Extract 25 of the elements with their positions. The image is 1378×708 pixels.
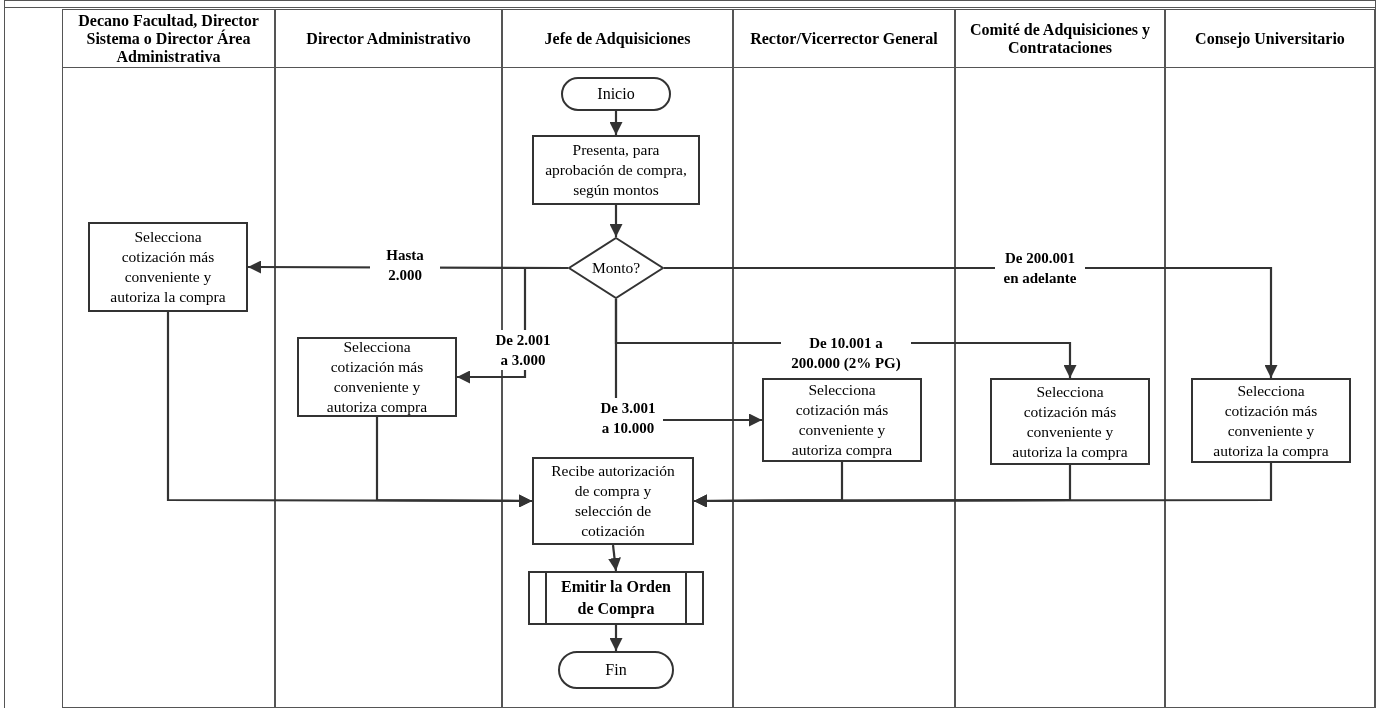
swimlane	[62, 9, 275, 708]
process-box: Recibe autorización de compra y selección de cotización	[532, 457, 694, 545]
arrow	[608, 544, 621, 572]
process-box: Selecciona cotización más conveniente y autoriza la compra	[88, 222, 248, 312]
lane-header: Comité de Adquisiciones y Contrataciones	[969, 20, 1151, 57]
decision-diamond: Monto?	[568, 237, 664, 299]
swimlane	[1165, 9, 1375, 708]
arrow	[609, 111, 623, 135]
terminal-shape: Fin	[558, 651, 674, 689]
lane-header: Director Administrativo	[306, 29, 471, 48]
lane-header: Rector/Vicerrector General	[750, 29, 938, 48]
arrow	[694, 463, 1273, 508]
process-box: Selecciona cotización más conveniente y autoriza la compra	[1191, 378, 1351, 463]
arrow	[375, 417, 532, 508]
terminal-shape: Inicio	[561, 77, 671, 111]
subprocess-box: Emitir la Orden de Compra	[528, 571, 704, 625]
lane-header: Decano Facultad, Director Sistema o Director Área Administrativa	[77, 11, 260, 66]
arrow	[609, 625, 623, 651]
lane-header: Consejo Universitario	[1195, 29, 1345, 48]
process-box: Selecciona cotización más conveniente y autoriza la compra	[990, 378, 1150, 465]
lane-header: Jefe de Adquisiciones	[544, 29, 691, 48]
process-box: Selecciona cotización más conveniente y autoriza compra	[762, 378, 922, 462]
process-box: Selecciona cotización más conveniente y autoriza compra	[297, 337, 457, 417]
process-box: Presenta, para aprobación de compra, según montos	[532, 135, 700, 205]
arrow	[609, 205, 623, 237]
